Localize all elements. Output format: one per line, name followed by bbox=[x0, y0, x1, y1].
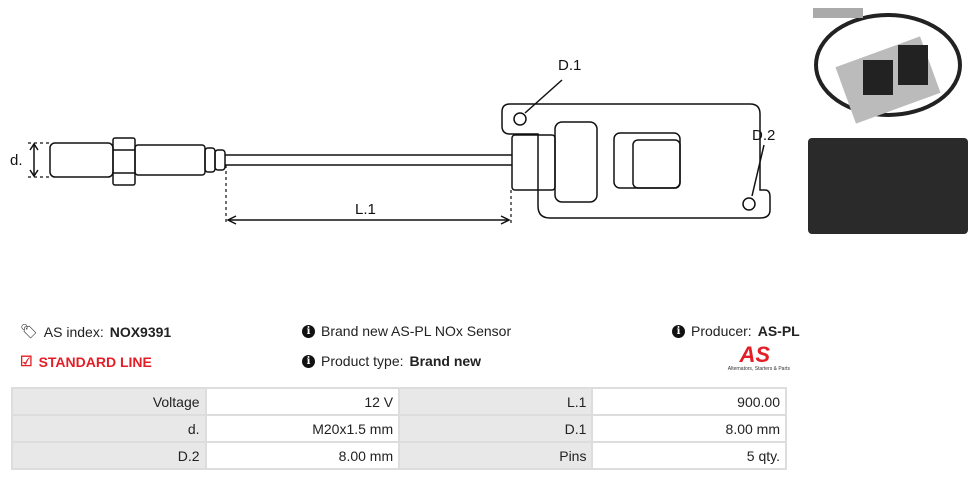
d2-label: D.2 bbox=[752, 127, 775, 144]
d-label: d. bbox=[10, 152, 23, 169]
spec-value: 900.00 bbox=[591, 387, 787, 416]
standard-line-badge: ☑STANDARD LINE bbox=[20, 353, 152, 370]
d1-label: D.1 bbox=[558, 57, 581, 74]
spec-value: 8.00 mm bbox=[591, 414, 787, 443]
l1-label: L.1 bbox=[355, 201, 376, 218]
spec-value: M20x1.5 mm bbox=[204, 414, 401, 443]
connector-photo bbox=[808, 138, 968, 234]
info-icon: i bbox=[672, 324, 685, 338]
spec-label: D.1 bbox=[398, 414, 594, 443]
spec-value: 12 V bbox=[204, 387, 401, 416]
tags-icon: 🏷 bbox=[20, 323, 38, 339]
info-icon: i bbox=[302, 324, 315, 338]
spec-value: 5 qty. bbox=[591, 441, 787, 470]
spec-label: Pins bbox=[398, 441, 594, 470]
spec-label: d. bbox=[11, 414, 207, 443]
sensor-dimension-diagram: d. D.1 D.2 L.1 bbox=[10, 57, 775, 225]
info-icon: i bbox=[302, 354, 315, 368]
as-pl-logo: AS Alternators, Starters & Parts bbox=[727, 342, 790, 373]
spec-label: L.1 bbox=[398, 387, 594, 416]
checkbox-icon: ☑ bbox=[20, 353, 33, 369]
as-index: 🏷AS index:NOX9391 bbox=[20, 323, 172, 340]
spec-value: 8.00 mm bbox=[204, 441, 401, 470]
spec-label: D.2 bbox=[11, 441, 207, 470]
product-photo bbox=[808, 0, 968, 135]
spec-label: Voltage bbox=[11, 387, 207, 416]
